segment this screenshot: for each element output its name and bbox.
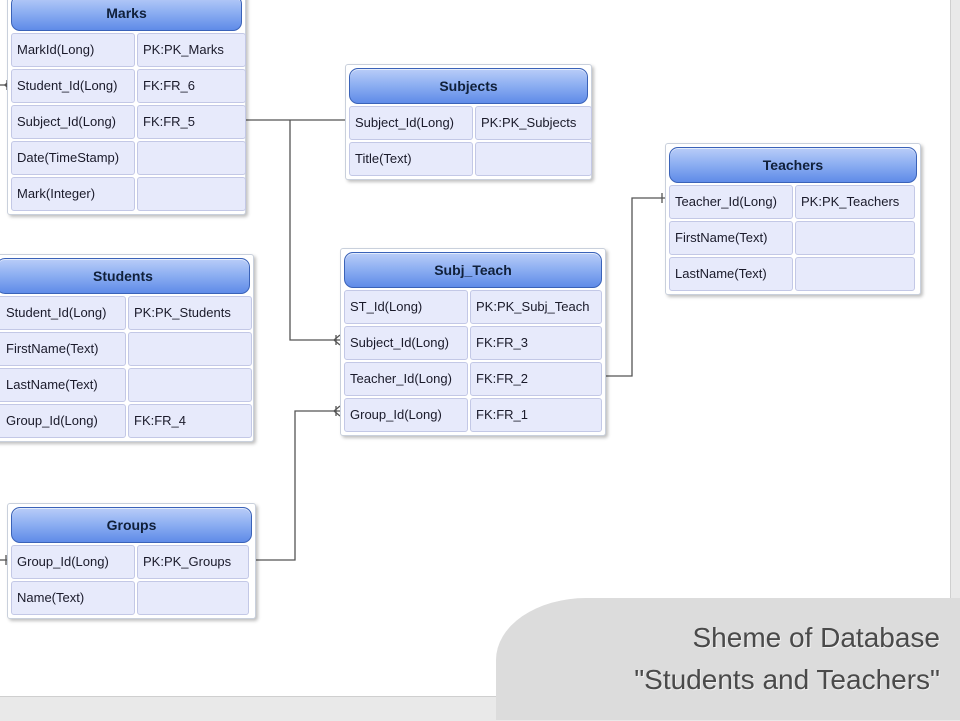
field-name: Mark(Integer) xyxy=(11,177,135,211)
field-row[interactable]: Student_Id(Long) PK:PK_Students xyxy=(0,296,252,330)
entity-subjects-title: Subjects xyxy=(349,68,588,104)
entity-teachers[interactable]: Teachers Teacher_Id(Long) PK:PK_Teachers… xyxy=(665,143,921,295)
field-key: PK:PK_Subjects xyxy=(475,106,592,140)
field-name: Subject_Id(Long) xyxy=(349,106,473,140)
field-name: Group_Id(Long) xyxy=(11,545,135,579)
field-key: PK:PK_Groups xyxy=(137,545,249,579)
field-name: LastName(Text) xyxy=(669,257,793,291)
field-key: PK:PK_Teachers xyxy=(795,185,915,219)
field-key xyxy=(128,332,252,366)
field-name: Date(TimeStamp) xyxy=(11,141,135,175)
crowfoot-subjteach-group xyxy=(332,405,341,417)
field-key xyxy=(795,257,915,291)
field-row[interactable]: LastName(Text) xyxy=(0,368,252,402)
field-key: PK:PK_Students xyxy=(128,296,252,330)
field-name: Student_Id(Long) xyxy=(11,69,135,103)
field-name: FirstName(Text) xyxy=(669,221,793,255)
entity-teachers-title: Teachers xyxy=(669,147,917,183)
entity-students[interactable]: Students Student_Id(Long) PK:PK_Students… xyxy=(0,254,254,442)
field-key xyxy=(137,141,246,175)
field-row[interactable]: Subject_Id(Long) FK:FR_3 xyxy=(344,326,602,360)
field-key xyxy=(795,221,915,255)
field-name: Subject_Id(Long) xyxy=(344,326,468,360)
entity-subjects[interactable]: Subjects Subject_Id(Long) PK:PK_Subjects… xyxy=(345,64,592,180)
field-row[interactable]: Mark(Integer) xyxy=(11,177,246,211)
field-row[interactable]: ST_Id(Long) PK:PK_Subj_Teach xyxy=(344,290,602,324)
entity-marks-title: Marks xyxy=(11,0,242,31)
entity-groups-title: Groups xyxy=(11,507,252,543)
field-name: Teacher_Id(Long) xyxy=(669,185,793,219)
field-row[interactable]: Subject_Id(Long) PK:PK_Subjects xyxy=(349,106,592,140)
connector-subjteach-teachers xyxy=(598,197,665,377)
field-key: PK:PK_Subj_Teach xyxy=(470,290,602,324)
field-row[interactable]: Name(Text) xyxy=(11,581,252,615)
field-name: Name(Text) xyxy=(11,581,135,615)
field-row[interactable]: FirstName(Text) xyxy=(0,332,252,366)
field-key: FK:FR_3 xyxy=(470,326,602,360)
connector-groups-subjteach xyxy=(248,410,340,561)
field-key: FK:FR_5 xyxy=(137,105,246,139)
field-row[interactable]: Teacher_Id(Long) PK:PK_Teachers xyxy=(669,185,917,219)
entity-groups[interactable]: Groups Group_Id(Long) PK:PK_Groups Name(… xyxy=(7,503,256,619)
field-name: Teacher_Id(Long) xyxy=(344,362,468,396)
field-key: FK:FR_4 xyxy=(128,404,252,438)
field-name: Group_Id(Long) xyxy=(344,398,468,432)
field-row[interactable]: Group_Id(Long) FK:FR_4 xyxy=(0,404,252,438)
field-row[interactable]: Group_Id(Long) FK:FR_1 xyxy=(344,398,602,432)
field-name: MarkId(Long) xyxy=(11,33,135,67)
field-row[interactable]: FirstName(Text) xyxy=(669,221,917,255)
field-name: Title(Text) xyxy=(349,142,473,176)
entity-students-title: Students xyxy=(0,258,250,294)
field-key xyxy=(137,177,246,211)
slide-right-edge xyxy=(950,0,960,720)
field-row[interactable]: LastName(Text) xyxy=(669,257,917,291)
field-row[interactable]: Student_Id(Long) FK:FR_6 xyxy=(11,69,246,103)
slide-title-block: Sheme of Database "Students and Teachers… xyxy=(496,598,960,720)
field-name: Subject_Id(Long) xyxy=(11,105,135,139)
crowfoot-subjteach-subject xyxy=(332,334,341,346)
field-key: PK:PK_Marks xyxy=(137,33,246,67)
entity-marks[interactable]: Marks MarkId(Long) PK:PK_Marks Student_I… xyxy=(7,0,246,215)
field-row[interactable]: Title(Text) xyxy=(349,142,592,176)
connector-subjects-subjteach xyxy=(289,120,340,341)
field-key xyxy=(137,581,249,615)
field-row[interactable]: MarkId(Long) PK:PK_Marks xyxy=(11,33,246,67)
field-row[interactable]: Group_Id(Long) PK:PK_Groups xyxy=(11,545,252,579)
field-key xyxy=(475,142,592,176)
entity-subj-teach[interactable]: Subj_Teach ST_Id(Long) PK:PK_Subj_Teach … xyxy=(340,248,606,436)
slide-title-line-2: "Students and Teachers" xyxy=(634,664,940,695)
slide-title-line-1: Sheme of Database xyxy=(692,622,941,653)
field-name: FirstName(Text) xyxy=(0,332,126,366)
field-key xyxy=(128,368,252,402)
field-row[interactable]: Teacher_Id(Long) FK:FR_2 xyxy=(344,362,602,396)
field-row[interactable]: Subject_Id(Long) FK:FR_5 xyxy=(11,105,246,139)
entity-subj-teach-title: Subj_Teach xyxy=(344,252,602,288)
field-name: Group_Id(Long) xyxy=(0,404,126,438)
field-name: ST_Id(Long) xyxy=(344,290,468,324)
field-row[interactable]: Date(TimeStamp) xyxy=(11,141,246,175)
field-key: FK:FR_2 xyxy=(470,362,602,396)
field-key: FK:FR_1 xyxy=(470,398,602,432)
field-name: LastName(Text) xyxy=(0,368,126,402)
field-name: Student_Id(Long) xyxy=(0,296,126,330)
field-key: FK:FR_6 xyxy=(137,69,246,103)
